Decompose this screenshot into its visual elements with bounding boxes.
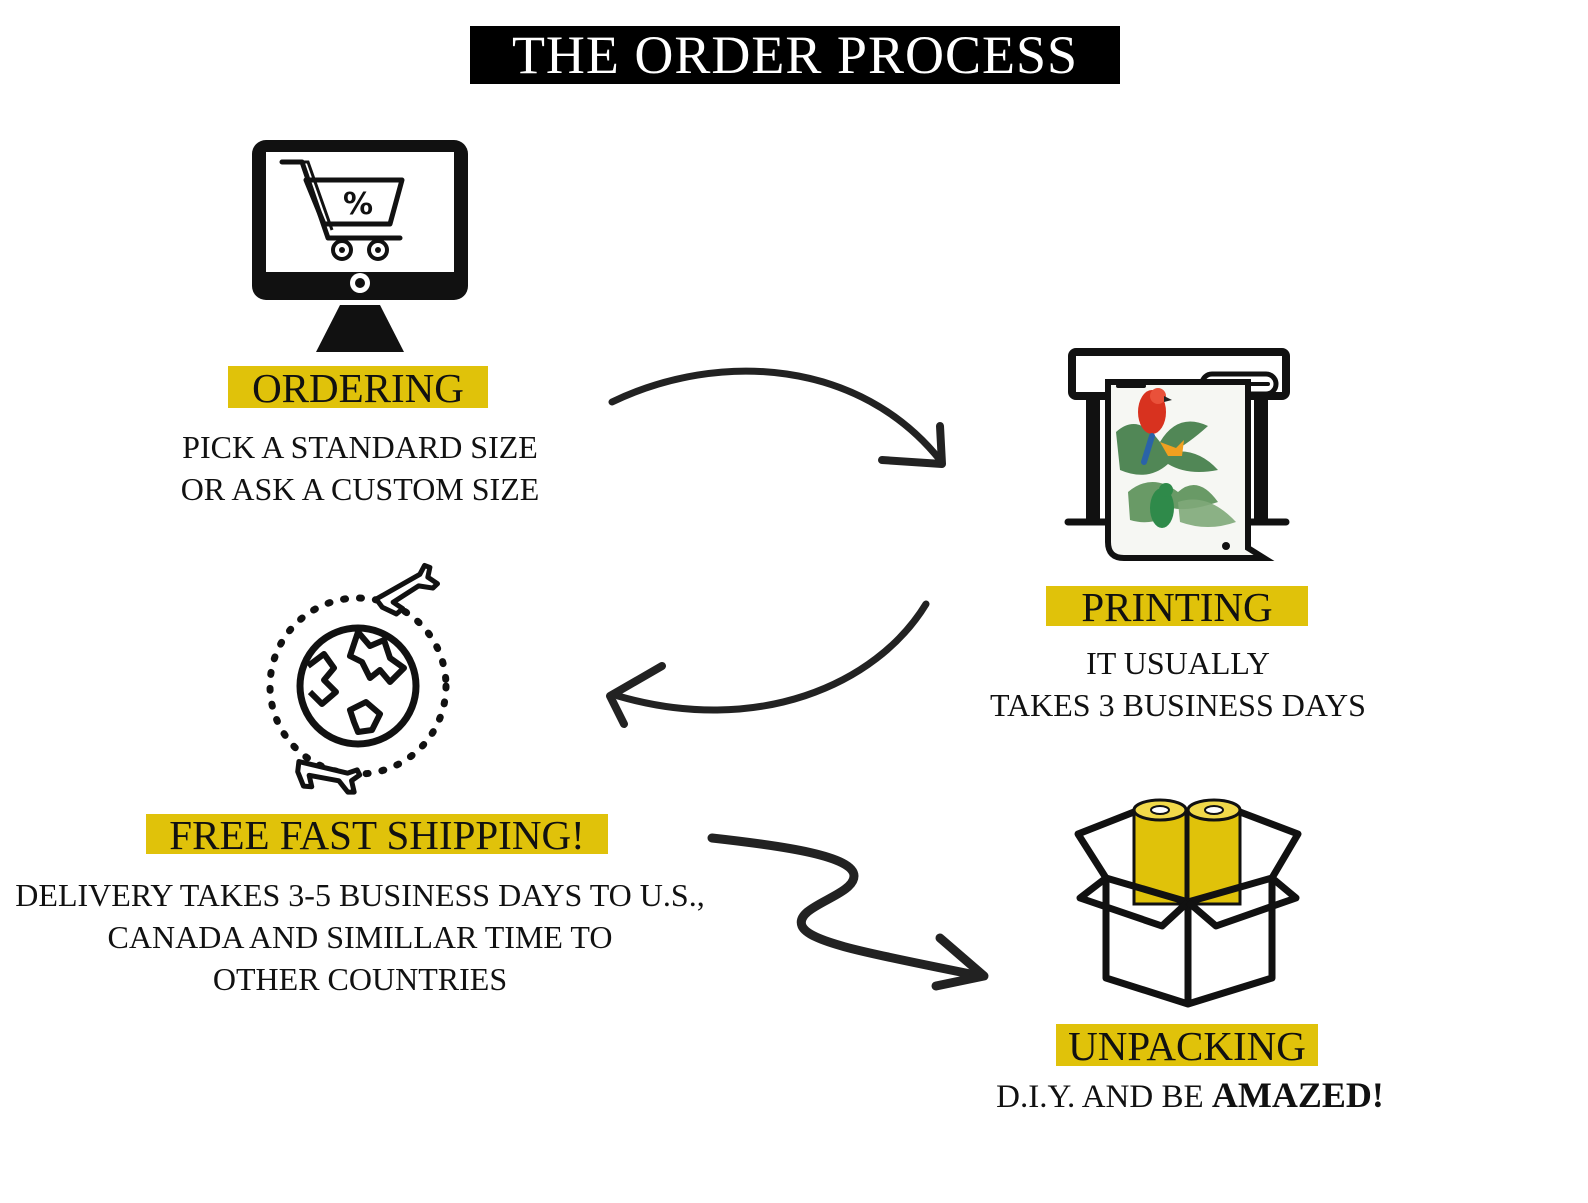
arrow-shipping-to-unpacking [707,833,989,991]
ordering-description: PICK A STANDARD SIZE OR ASK A CUSTOM SIZ… [140,426,580,510]
computer-shopping-cart-icon: % [252,140,468,352]
arrow-ordering-to-printing [608,367,946,468]
printing-description-line-2: TAKES 3 BUSINESS DAYS [990,687,1366,723]
unpacking-description: D.I.Y. AND BE AMAZED! [960,1074,1420,1118]
open-box-rolls-icon [1074,798,1302,1008]
globe-airplanes-icon [266,562,450,795]
printing-description: IT USUALLY TAKES 3 BUSINESS DAYS [960,642,1396,726]
printing-description-line-1: IT USUALLY [1086,645,1270,681]
shipping-label: FREE FAST SHIPPING! [146,814,608,856]
ordering-description-line-1: PICK A STANDARD SIZE [182,429,538,465]
unpacking-label: UNPACKING [1056,1024,1318,1068]
arrow-printing-to-shipping [606,600,930,728]
unpacking-description-bold: AMAZED! [1211,1075,1384,1115]
printing-label: PRINTING [1046,586,1308,628]
unpacking-description-regular: D.I.Y. AND BE [996,1079,1204,1115]
wallpaper-printer-icon [1064,348,1290,561]
shipping-description-line-3: OTHER COUNTRIES [212,961,508,997]
ordering-description-line-2: OR ASK A CUSTOM SIZE [180,471,540,507]
svg-text:%: % [343,187,373,222]
shipping-description: DELIVERY TAKES 3-5 BUSINESS DAYS TO U.S.… [10,874,710,1000]
page-title: THE ORDER PROCESS [470,26,1120,84]
shipping-description-line-1: DELIVERY TAKES 3-5 BUSINESS DAYS TO U.S.… [15,877,705,913]
shipping-description-line-2: CANADA AND SIMILLAR TIME TO [107,919,613,955]
ordering-label: ORDERING [228,366,488,410]
